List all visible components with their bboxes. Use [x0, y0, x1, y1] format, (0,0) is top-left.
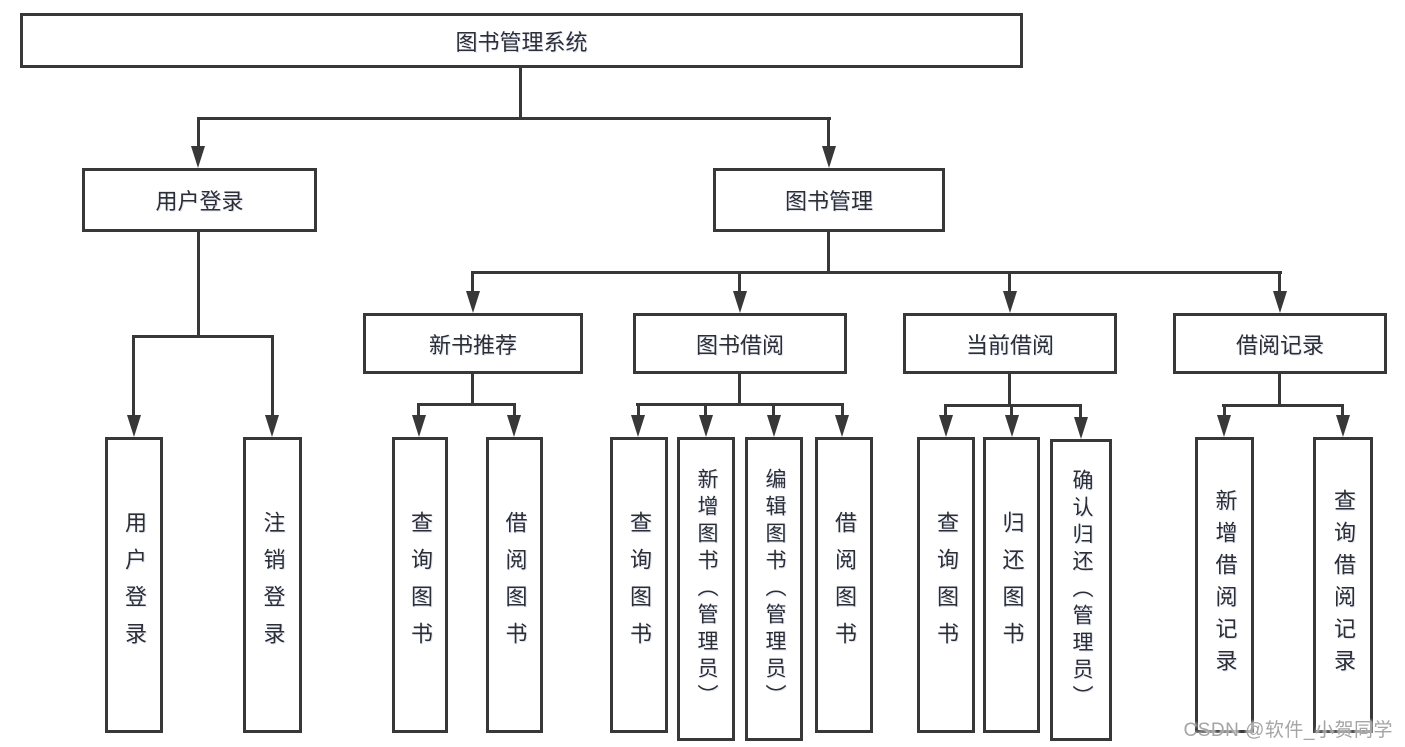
leaf-label: 查询借阅记录 — [1331, 489, 1356, 681]
connector-line — [471, 374, 474, 405]
connector-line — [1079, 407, 1082, 417]
connector-line — [1278, 274, 1281, 292]
arrow-down-icon — [699, 415, 713, 437]
arrow-down-icon — [1336, 415, 1350, 437]
arrow-down-icon — [1074, 417, 1088, 439]
connector-line — [636, 403, 844, 406]
leaf-label: 编辑图书（管理员） — [763, 467, 786, 711]
node-current-borrowing: 当前借阅 — [903, 313, 1117, 374]
connector-line — [1278, 374, 1281, 406]
arrow-down-icon — [939, 415, 953, 437]
arrow-down-icon — [466, 291, 480, 313]
connector-line — [132, 338, 135, 415]
connector-line — [197, 117, 831, 120]
connector-line — [417, 403, 516, 406]
leaf-label: 新增借阅记录 — [1212, 489, 1238, 681]
connector-line — [738, 374, 741, 405]
leaf-label: 查询图书 — [627, 511, 652, 659]
leaf-label: 用户登录 — [122, 511, 147, 659]
node-label: 借阅记录 — [1235, 332, 1324, 358]
node-label: 新书推荐 — [428, 332, 517, 358]
leaf-borrow-books-2: 借阅图书 — [815, 437, 873, 733]
arrow-down-icon — [265, 415, 279, 437]
connector-line — [417, 406, 420, 416]
connector-line — [197, 232, 200, 338]
arrow-down-icon — [1005, 415, 1019, 437]
node-book-borrowing: 图书借阅 — [633, 313, 847, 374]
leaf-borrow-books-1: 借阅图书 — [486, 437, 543, 733]
leaf-query-borrow-record: 查询借阅记录 — [1313, 437, 1373, 733]
connector-line — [471, 271, 1282, 274]
connector-line — [637, 406, 640, 416]
leaf-label: 查询图书 — [934, 511, 959, 659]
connector-line — [1008, 274, 1011, 292]
connector-line — [1222, 404, 1344, 407]
arrow-down-icon — [412, 415, 426, 437]
leaf-query-books-2: 查询图书 — [610, 437, 668, 733]
leaf-confirm-return-admin: 确认归还（管理员） — [1050, 439, 1112, 741]
arrow-down-icon — [191, 146, 205, 168]
connector-line — [1341, 407, 1344, 416]
connector-line — [738, 274, 741, 292]
node-label: 当前借阅 — [965, 332, 1054, 358]
node-label: 图书管理 — [784, 189, 873, 214]
leaf-query-books-1: 查询图书 — [392, 437, 448, 733]
leaf-return-book: 归还图书 — [983, 437, 1040, 733]
node-new-book-recommend: 新书推荐 — [363, 313, 583, 374]
connector-line — [944, 404, 1082, 407]
connector-line — [197, 120, 200, 148]
arrow-down-icon — [835, 415, 849, 437]
leaf-label: 注销登录 — [260, 511, 286, 659]
node-book-management: 图书管理 — [713, 168, 945, 232]
arrow-down-icon — [767, 415, 781, 437]
connector-line — [513, 406, 516, 416]
connector-line — [944, 407, 947, 416]
node-label: 用户登录 — [155, 189, 244, 214]
leaf-add-borrow-record: 新增借阅记录 — [1195, 437, 1254, 733]
connector-line — [132, 335, 274, 338]
connector-line — [841, 406, 844, 416]
node-label: 图书借阅 — [695, 332, 784, 358]
leaf-label: 新增图书（管理员） — [695, 467, 718, 711]
connector-line — [827, 232, 830, 273]
connector-line — [827, 120, 830, 148]
arrow-down-icon — [507, 415, 521, 437]
leaf-user-login: 用户登录 — [105, 437, 163, 733]
leaf-edit-book-admin: 编辑图书（管理员） — [745, 437, 803, 741]
node-root: 图书管理系统 — [20, 13, 1023, 68]
arrow-down-icon — [1273, 291, 1287, 313]
leaf-label: 借阅图书 — [502, 511, 528, 659]
arrow-down-icon — [1003, 291, 1017, 313]
connector-line — [519, 68, 522, 118]
connector-line — [471, 274, 474, 292]
connector-line — [704, 406, 707, 416]
connector-line — [271, 338, 274, 415]
connector-line — [1010, 407, 1013, 416]
node-label: 图书管理系统 — [455, 29, 588, 55]
leaf-label: 确认归还（管理员） — [1070, 468, 1093, 712]
leaf-logout: 注销登录 — [243, 437, 302, 733]
leaf-label: 归还图书 — [999, 511, 1025, 659]
leaf-add-book-admin: 新增图书（管理员） — [677, 437, 735, 741]
connector-line — [1008, 374, 1011, 406]
leaf-label: 查询图书 — [408, 511, 433, 659]
arrow-down-icon — [1217, 415, 1231, 437]
leaf-label: 借阅图书 — [832, 511, 857, 659]
watermark: CSDN @软件_小贺同学 — [1183, 720, 1393, 741]
arrow-down-icon — [127, 415, 141, 437]
leaf-query-books-3: 查询图书 — [917, 437, 975, 733]
arrow-down-icon — [822, 146, 836, 168]
connector-line — [772, 406, 775, 416]
arrow-down-icon — [733, 291, 747, 313]
node-borrow-records: 借阅记录 — [1173, 313, 1387, 374]
connector-line — [1223, 407, 1226, 416]
arrow-down-icon — [631, 415, 645, 437]
node-user-login: 用户登录 — [82, 168, 317, 232]
